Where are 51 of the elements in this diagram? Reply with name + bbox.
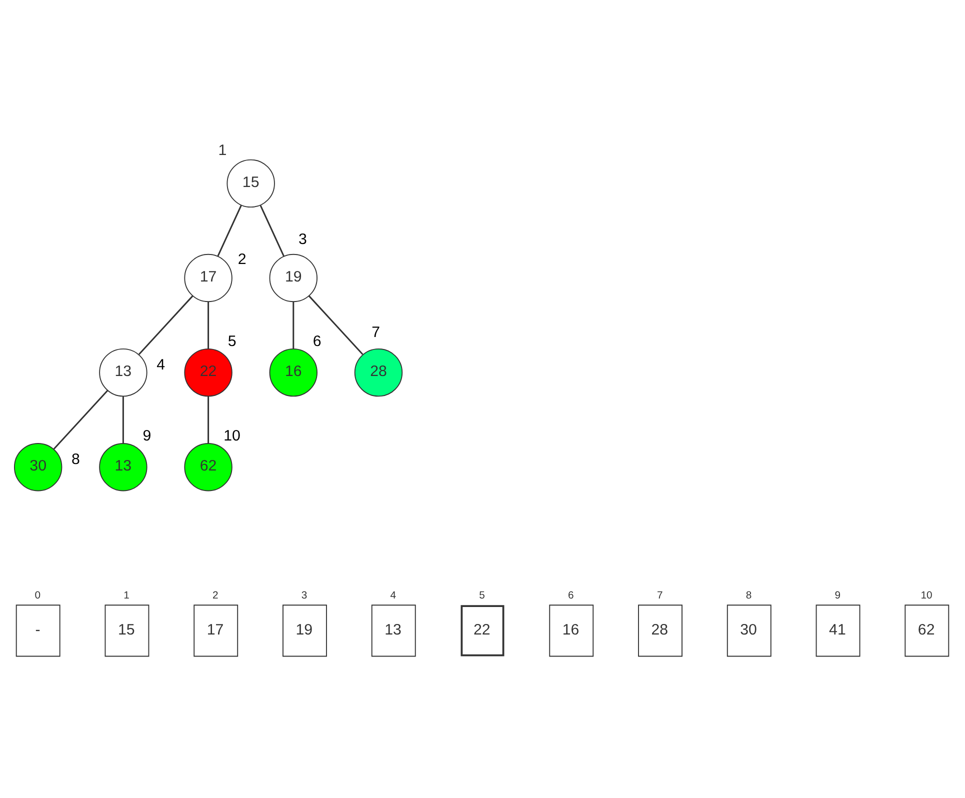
connector	[208, 396, 210, 443]
node-circle: 17	[184, 253, 232, 302]
connector	[208, 301, 210, 348]
node-label: 1	[124, 590, 130, 601]
node-label: 6	[568, 590, 574, 601]
node-box: 15	[104, 604, 150, 656]
node-label: 7	[372, 324, 380, 341]
node-label: 6	[312, 332, 322, 350]
node-box: -	[16, 604, 60, 656]
node-box: 17	[194, 604, 238, 656]
node-label: 7	[656, 590, 663, 601]
node-circle: 62	[184, 442, 232, 491]
node-box: 28	[638, 604, 682, 656]
node-label: 3	[298, 230, 307, 248]
node-label: 9	[834, 590, 840, 601]
node-label: 2	[238, 250, 246, 268]
node-label: 4	[390, 590, 396, 601]
node-label: 4	[156, 356, 165, 373]
node-label: 5	[479, 590, 485, 601]
node-circle: 16	[269, 348, 318, 396]
node-circle: 13	[99, 348, 148, 396]
node-label: 1	[218, 141, 227, 158]
node-label: 2	[212, 590, 218, 601]
node-box: 62	[904, 604, 950, 656]
connector	[122, 396, 124, 443]
node-circle: 28	[354, 348, 403, 396]
node-box: 30	[726, 604, 772, 656]
node-circle: 22	[184, 348, 232, 396]
connector	[308, 294, 364, 354]
node-box: 41	[816, 604, 860, 656]
connector	[138, 294, 194, 354]
connector	[53, 389, 108, 449]
node-label: 10	[224, 426, 240, 444]
node-box: 22	[460, 604, 504, 656]
node-label: 8	[746, 590, 752, 601]
node-label: 3	[301, 590, 308, 601]
node-circle: 19	[269, 253, 318, 302]
node-box: 13	[371, 604, 416, 656]
node-label: 9	[142, 426, 152, 444]
node-label: 10	[920, 590, 932, 601]
node-circle: 15	[226, 158, 275, 208]
node-label: 5	[228, 332, 236, 350]
connector	[260, 204, 284, 256]
node-label: 0	[34, 590, 41, 601]
node-box: 16	[549, 604, 594, 656]
node-box: 19	[282, 604, 327, 656]
node-circle: 13	[99, 442, 148, 491]
node-circle: 30	[14, 442, 62, 491]
node-label: 8	[71, 450, 80, 468]
connector	[292, 301, 294, 348]
connector	[217, 204, 242, 256]
